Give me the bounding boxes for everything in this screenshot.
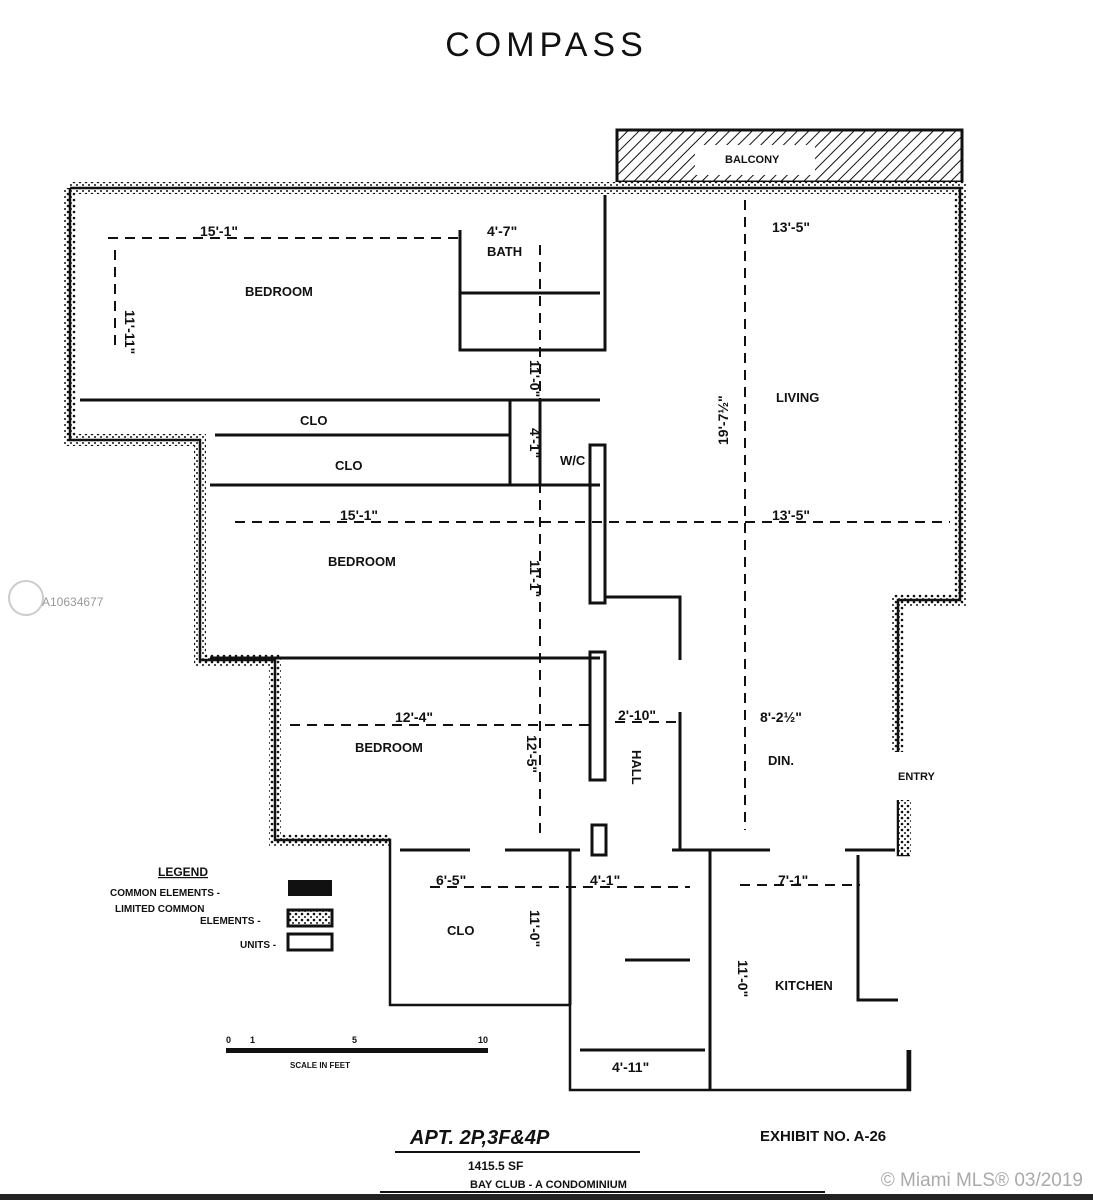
legend-units-swatch bbox=[286, 932, 334, 952]
dimension-label: 12'-4" bbox=[395, 709, 433, 725]
room-label-dining: DIN. bbox=[768, 753, 794, 768]
room-label-living: LIVING bbox=[776, 390, 819, 405]
room-label-closet: CLO bbox=[447, 923, 474, 938]
exhibit-label: EXHIBIT NO. A-26 bbox=[760, 1128, 886, 1145]
room-label-balcony: BALCONY bbox=[725, 154, 780, 166]
bottom-bar bbox=[0, 1194, 1093, 1200]
dimension-label: 13'-5" bbox=[772, 219, 810, 235]
dimension-label: 11'-0" bbox=[735, 960, 751, 997]
area-label: 1415.5 SF bbox=[468, 1159, 523, 1173]
svg-text:1: 1 bbox=[250, 1035, 255, 1045]
legend: LEGEND COMMON ELEMENTS - LIMITED COMMON … bbox=[110, 865, 334, 952]
svg-text:5: 5 bbox=[352, 1035, 357, 1045]
dimension-label: 15'-1" bbox=[200, 223, 238, 239]
dimension-label: 4'-7" bbox=[487, 223, 517, 239]
building-label: BAY CLUB - A CONDOMINIUM bbox=[470, 1179, 627, 1191]
dimension-label: 11'-0" bbox=[527, 360, 543, 397]
dimension-label: 11'-1" bbox=[527, 560, 543, 597]
legend-limited-label: LIMITED COMMON bbox=[115, 904, 204, 915]
dimension-label: 4'-11" bbox=[612, 1059, 649, 1075]
compass-logo: COMPASS bbox=[445, 26, 648, 64]
legend-common-swatch bbox=[288, 880, 332, 896]
legend-common-label: COMMON ELEMENTS - bbox=[110, 888, 220, 899]
room-label-hall: HALL bbox=[629, 750, 644, 785]
dimension-label: 2'-10" bbox=[618, 707, 656, 723]
dimension-label: 8'-2½" bbox=[760, 709, 802, 725]
dimension-label: 12'-5" bbox=[524, 735, 540, 773]
scale-bar: 0 1 5 10 SCALE IN FEET bbox=[226, 1035, 488, 1070]
room-label-bedroom: BEDROOM bbox=[328, 554, 396, 569]
apartment-label: APT. 2P,3F&4P bbox=[409, 1127, 550, 1149]
room-label-bedroom: BEDROOM bbox=[355, 740, 423, 755]
dimension-label: 15'-1" bbox=[340, 507, 378, 523]
listing-id: A10634677 bbox=[42, 595, 104, 609]
balcony bbox=[615, 128, 964, 184]
room-label-wc: W/C bbox=[560, 453, 586, 468]
legend-title: LEGEND bbox=[158, 865, 208, 879]
dimension-label: 19'-7½" bbox=[715, 395, 731, 445]
dimension-label: 6'-5" bbox=[436, 872, 466, 888]
dimension-label: 11'-11" bbox=[122, 310, 138, 354]
copyright: © Miami MLS® 03/2019 bbox=[880, 1170, 1083, 1191]
room-label-closet: CLO bbox=[300, 413, 327, 428]
legend-limited-label: ELEMENTS - bbox=[200, 916, 261, 927]
room-label-kitchen: KITCHEN bbox=[775, 978, 833, 993]
dimension-label: 11'-0" bbox=[527, 910, 543, 947]
svg-text:10: 10 bbox=[478, 1035, 488, 1045]
room-label-bath: BATH bbox=[487, 244, 522, 259]
room-label-closet: CLO bbox=[335, 458, 362, 473]
legend-limited-swatch bbox=[286, 908, 334, 928]
dimension-label: 13'-5" bbox=[772, 507, 810, 523]
exterior-walls bbox=[64, 182, 966, 1092]
dimension-label: 4'-1" bbox=[527, 428, 543, 458]
dimension-label: 7'-1" bbox=[778, 872, 808, 888]
interior-walls bbox=[80, 195, 910, 1090]
legend-units-label: UNITS - bbox=[240, 940, 276, 951]
room-label-entry: ENTRY bbox=[898, 771, 936, 783]
dimension-lines bbox=[108, 200, 950, 888]
dimension-label: 4'-1" bbox=[590, 872, 620, 888]
svg-text:SCALE IN FEET: SCALE IN FEET bbox=[290, 1061, 350, 1070]
room-label-bedroom: BEDROOM bbox=[245, 284, 313, 299]
svg-text:0: 0 bbox=[226, 1035, 231, 1045]
title-block: APT. 2P,3F&4P 1415.5 SF EXHIBIT NO. A-26… bbox=[380, 1127, 886, 1193]
